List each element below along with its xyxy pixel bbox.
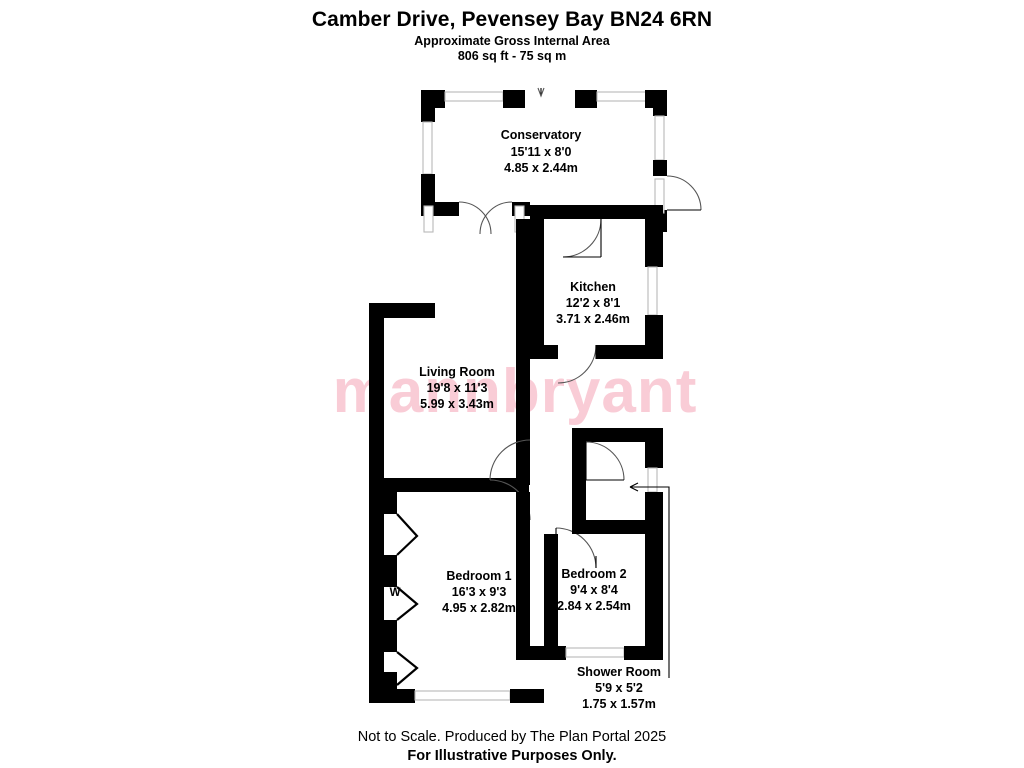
footer-disclaimer-line1: Not to Scale. Produced by The Plan Porta… <box>357 729 667 745</box>
shower-room-leader-line <box>629 482 670 678</box>
bedroom1-walls <box>369 492 546 703</box>
watermark-text: mannbryant <box>333 357 698 426</box>
room-dim-imperial-living-room: 19'8 x 11'3 <box>427 381 488 395</box>
gross-internal-area-label: Approximate Gross Internal Area <box>414 34 610 48</box>
room-label-shower-room: Shower Room <box>577 665 661 679</box>
room-label-conservatory: Conservatory <box>501 128 582 142</box>
shower-room-walls <box>572 428 663 534</box>
wardrobe-folding-doors <box>396 513 419 686</box>
room-label-bedroom1: Bedroom 1 <box>446 569 511 583</box>
room-dim-metric-kitchen: 3.71 x 2.46m <box>556 312 630 326</box>
shower-room-door-arc <box>585 441 625 481</box>
room-dim-imperial-bedroom2: 9'4 x 8'4 <box>570 583 618 597</box>
room-label-living-room: Living Room <box>419 365 495 379</box>
room-dim-metric-conservatory: 4.85 x 2.44m <box>504 161 578 175</box>
conservatory-door-arcs <box>458 87 702 235</box>
room-dim-metric-bedroom1: 4.95 x 2.82m <box>442 601 516 615</box>
kitchen-walls <box>530 205 663 359</box>
room-dim-imperial-kitchen: 12'2 x 8'1 <box>566 296 621 310</box>
page-title: Camber Drive, Pevensey Bay BN24 6RN <box>311 8 713 31</box>
room-label-bedroom2: Bedroom 2 <box>561 567 626 581</box>
kitchen-door-arcs <box>557 218 602 384</box>
room-label-kitchen: Kitchen <box>570 280 616 294</box>
conservatory-walls <box>421 90 667 233</box>
room-dim-imperial-shower-room: 5'9 x 5'2 <box>595 681 643 695</box>
room-dim-imperial-conservatory: 15'11 x 8'0 <box>511 145 572 159</box>
footer-disclaimer-line2: For Illustrative Purposes Only. <box>407 748 617 764</box>
wardrobe-marker-label: W <box>390 587 401 599</box>
room-dim-imperial-bedroom1: 16'3 x 9'3 <box>452 585 507 599</box>
bedroom2-walls <box>544 534 663 660</box>
room-dim-metric-bedroom2: 2.84 x 2.54m <box>557 599 631 613</box>
living-room-walls <box>369 219 530 703</box>
room-dim-metric-living-room: 5.99 x 3.43m <box>420 397 494 411</box>
gross-internal-area-value: 806 sq ft - 75 sq m <box>457 49 567 63</box>
room-dim-metric-shower-room: 1.75 x 1.57m <box>582 697 656 711</box>
